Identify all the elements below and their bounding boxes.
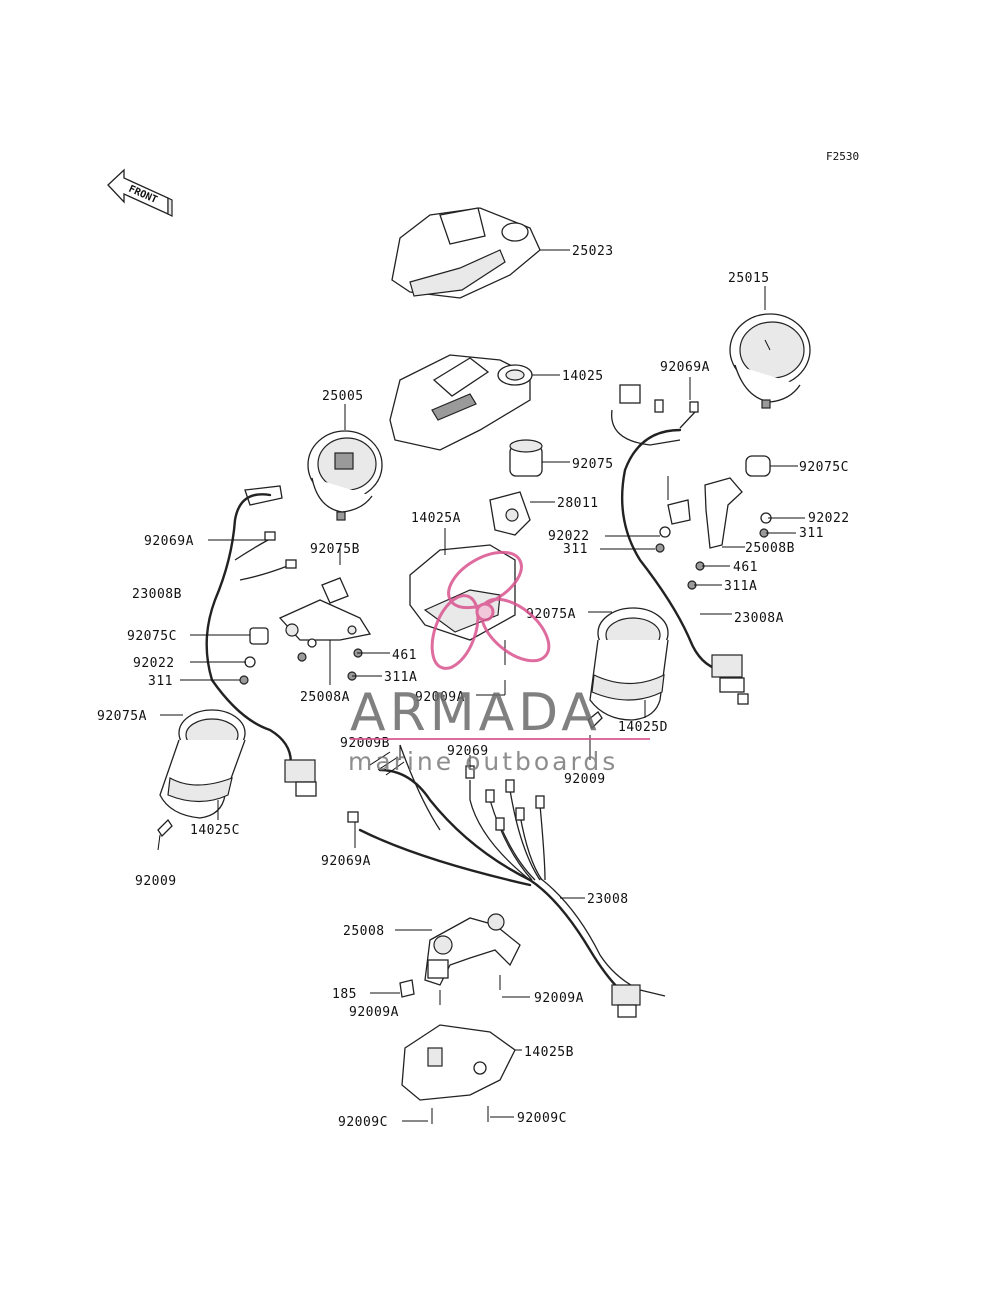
watermark-brand: ARMADA (350, 683, 601, 743)
callout-label: 311 (563, 542, 588, 557)
watermark-tagline: marine outboards (348, 747, 618, 776)
callout-label: 92009A (415, 690, 465, 705)
callout-label: 14025B (524, 1045, 574, 1060)
leader-lines (160, 377, 805, 1122)
callout-label: 92069A (144, 534, 194, 549)
right-meter-case-part (587, 607, 669, 730)
front-arrow-icon: FRONT (107, 168, 173, 217)
upper-cover-part (391, 207, 570, 299)
left-bracket-part (239, 577, 372, 685)
callout-label: 92075C (127, 629, 177, 644)
callout-label: 14025D (618, 720, 668, 735)
bracket-part-28011 (489, 491, 555, 536)
callout-label: 92069 (447, 744, 489, 759)
left-harness-part (205, 485, 317, 797)
tachometer-part (729, 286, 811, 409)
callout-label: 92075 (572, 457, 614, 472)
callout-label: 92009A (534, 991, 584, 1006)
callout-label: 92009C (338, 1115, 388, 1130)
grommet-part (509, 439, 570, 477)
lower-bracket-part (399, 913, 521, 1005)
callout-label: 92075B (310, 542, 360, 557)
callout-label: 25008B (745, 541, 795, 556)
callout-label: 311 (799, 526, 824, 541)
callout-label: 92009C (517, 1111, 567, 1126)
callout-label: 25005 (322, 389, 364, 404)
lower-cover-part (401, 1024, 516, 1124)
right-harness-part (611, 384, 749, 705)
callout-label: 14025 (562, 369, 604, 384)
callout-label: 25008A (300, 690, 350, 705)
meter-housing-part (389, 354, 560, 451)
callout-label: 92022 (808, 511, 850, 526)
callout-label: 25023 (572, 244, 614, 259)
callout-label: 23008A (734, 611, 784, 626)
callout-label: 14025A (411, 511, 461, 526)
left-meter-case-part (157, 709, 246, 851)
main-harness-part (347, 744, 666, 1018)
part-number-callouts: 25023 25015 14025 92069A 25005 92075 280… (97, 244, 850, 1130)
callout-label: 311 (148, 674, 173, 689)
figure-reference: F2530 (826, 150, 859, 163)
callout-label: 23008B (132, 587, 182, 602)
callout-label: 461 (733, 560, 758, 575)
callout-label: 461 (392, 648, 417, 663)
callout-label: 311A (384, 670, 417, 685)
callout-label: 92022 (548, 529, 590, 544)
callout-label: 185 (332, 987, 357, 1002)
speedometer-part (307, 404, 383, 521)
propeller-logo-icon (430, 550, 551, 670)
callout-label: 92075A (97, 709, 147, 724)
callout-label: 92009 (564, 772, 606, 787)
callout-label: 25015 (728, 271, 770, 286)
callout-label: 92069A (660, 360, 710, 375)
armada-watermark: ARMADA marine outboards (348, 550, 650, 776)
callout-label: 28011 (557, 496, 599, 511)
callout-label: 92009 (135, 874, 177, 889)
callout-label: 92069A (321, 854, 371, 869)
callout-label: 92022 (133, 656, 175, 671)
callout-label: 92009A (349, 1005, 399, 1020)
callout-label: 25008 (343, 924, 385, 939)
right-bracket-part (655, 455, 772, 590)
callout-label: 311A (724, 579, 757, 594)
callout-label: 14025C (190, 823, 240, 838)
callout-label: 92075C (799, 460, 849, 475)
callout-label: 92075A (526, 607, 576, 622)
callout-label: 23008 (587, 892, 629, 907)
